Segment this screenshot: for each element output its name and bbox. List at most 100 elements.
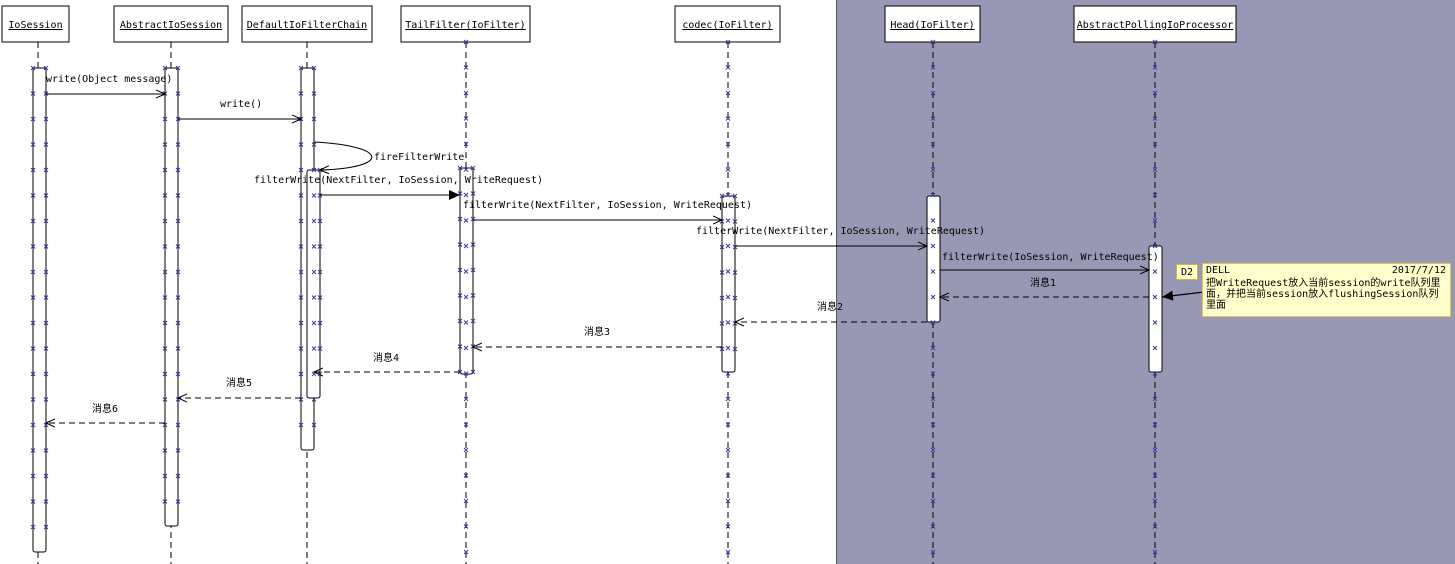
participant-abstractpollingioprocessor[interactable]: AbstractPollingIoProcessor — [1073, 5, 1237, 43]
lifeline-marker — [298, 269, 304, 275]
lifeline-marker — [725, 141, 731, 147]
lifeline-marker — [175, 473, 181, 479]
lifeline-marker — [175, 499, 181, 504]
lifeline-marker — [470, 242, 476, 247]
lifeline-marker — [463, 345, 469, 351]
lifeline-marker — [1152, 345, 1158, 351]
comment-note[interactable]: DELL 2017/7/12 把WriteRequest放入当前session的… — [1202, 263, 1451, 317]
message-label: filterWrite(NextFilter, IoSession, Write… — [696, 226, 985, 237]
lifeline-marker — [732, 295, 738, 301]
lifeline-marker — [311, 422, 317, 428]
lifeline-marker — [311, 346, 317, 351]
lifeline-marker — [463, 116, 469, 121]
participant-label: DefaultIoFilterChain — [247, 20, 367, 31]
lifeline-marker — [930, 39, 936, 45]
participant-defaultiofilterchain[interactable]: DefaultIoFilterChain — [241, 5, 373, 43]
lifeline-marker — [457, 344, 463, 349]
lifeline-marker — [175, 295, 181, 300]
lifeline-marker — [43, 320, 49, 326]
lifeline-marker — [725, 447, 731, 453]
message-label: write(Object message) — [46, 74, 172, 85]
lifeline-marker — [298, 91, 304, 96]
lifeline-marker — [457, 293, 463, 298]
lifeline-marker — [162, 397, 168, 402]
lifeline-marker — [470, 369, 476, 375]
lifeline-marker — [463, 549, 469, 555]
lifeline-marker — [457, 165, 463, 171]
lifeline-marker — [1152, 549, 1158, 555]
lifeline-marker — [162, 269, 168, 275]
lifeline-marker — [311, 116, 317, 122]
lifeline-marker — [317, 269, 323, 275]
lifeline-marker — [162, 218, 168, 224]
lifeline-marker — [1152, 371, 1158, 376]
lifeline-marker — [1152, 396, 1158, 402]
lifeline-marker — [311, 244, 317, 249]
lifeline-marker — [463, 371, 469, 376]
participant-tailfilter[interactable]: TailFilter(IoFilter) — [400, 5, 531, 43]
note-author: DELL — [1206, 265, 1231, 276]
lifeline-marker — [1152, 524, 1158, 529]
participant-label: Head(IoFilter) — [890, 20, 974, 31]
lifeline-marker — [311, 167, 317, 173]
lifeline-marker — [30, 91, 36, 96]
lifeline-marker — [162, 346, 168, 351]
lifeline-marker — [162, 244, 168, 249]
activation-chain-inner — [306, 169, 321, 399]
lifeline-marker — [930, 218, 936, 223]
lifeline-marker — [732, 270, 738, 275]
lifeline-marker — [1152, 65, 1158, 70]
lifeline-marker — [463, 65, 469, 70]
lifeline-marker — [30, 524, 36, 530]
lifeline-marker — [463, 473, 469, 478]
lifeline-marker — [1152, 218, 1158, 223]
lifeline-marker — [930, 345, 936, 351]
lifeline-marker — [162, 167, 168, 173]
lifeline-marker — [463, 294, 469, 300]
lifeline-marker — [162, 448, 168, 453]
lifeline-marker — [463, 524, 469, 529]
lifeline-marker — [298, 167, 304, 173]
lifeline-marker — [317, 320, 323, 326]
lifeline-marker — [457, 242, 463, 247]
lifeline-marker — [311, 142, 317, 147]
participant-codec[interactable]: codec(IoFilter) — [674, 5, 781, 43]
lifeline-marker — [30, 448, 36, 453]
lifeline-marker — [30, 269, 36, 275]
lifeline-marker — [30, 65, 36, 71]
lifeline-marker — [930, 294, 936, 300]
lifeline-marker — [175, 142, 181, 147]
lifeline-marker — [930, 141, 936, 147]
lifeline-marker — [470, 191, 476, 196]
participant-iosession[interactable]: IoSession — [1, 5, 70, 43]
lifeline-marker — [175, 91, 181, 96]
lifeline-marker — [732, 219, 738, 224]
participant-head[interactable]: Head(IoFilter) — [884, 5, 981, 43]
lifeline-marker — [317, 346, 323, 351]
lifeline-marker — [43, 218, 49, 224]
lifeline-marker — [463, 243, 469, 249]
lifeline-marker — [457, 318, 463, 324]
lifeline-marker — [43, 269, 49, 275]
lifeline-marker — [930, 396, 936, 402]
lifeline-marker — [732, 346, 738, 352]
participant-abstractiosession[interactable]: AbstractIoSession — [113, 5, 229, 43]
lifeline-marker — [463, 422, 469, 427]
note-tag[interactable]: D2 — [1176, 264, 1198, 280]
lifeline-marker — [30, 499, 36, 504]
lifeline-marker — [298, 346, 304, 351]
lifeline-marker — [725, 167, 731, 172]
lifeline-marker — [930, 320, 936, 325]
message-label: 消息4 — [373, 351, 399, 364]
lifeline-marker — [311, 269, 317, 275]
lifeline-marker — [311, 320, 317, 326]
lifeline-marker — [1152, 116, 1158, 121]
lifeline-marker — [162, 371, 168, 377]
lifeline-marker — [175, 371, 181, 377]
lifeline-marker — [30, 193, 36, 198]
message-firefilterwrite[interactable] — [313, 141, 373, 170]
lifeline-marker — [1152, 90, 1158, 96]
lifeline-marker — [162, 422, 168, 428]
lifeline-marker — [175, 448, 181, 453]
lifeline-marker — [470, 318, 476, 324]
